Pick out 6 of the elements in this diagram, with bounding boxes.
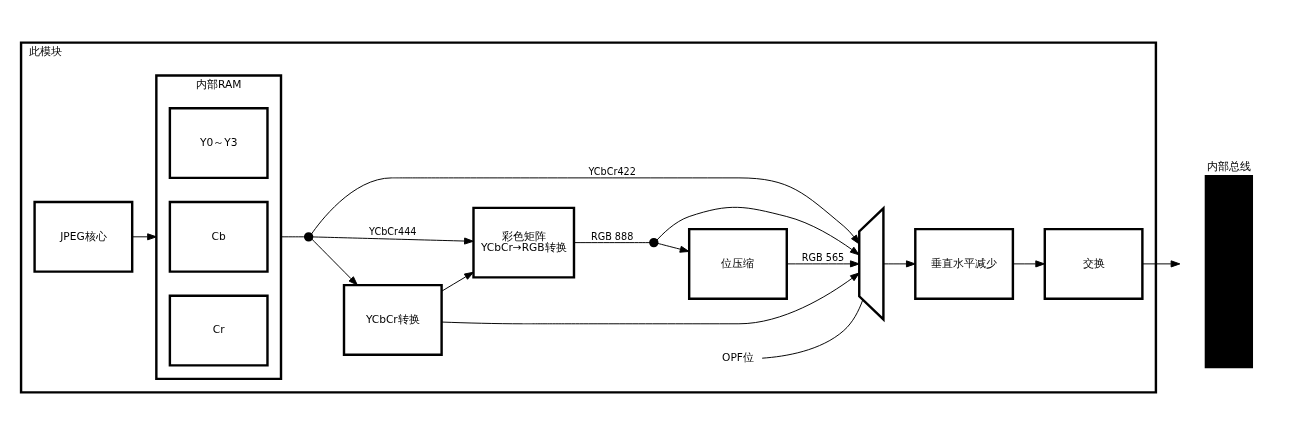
edge-label: YCbCr422 (588, 165, 636, 177)
edge-label: RGB 565 (801, 251, 845, 263)
edge-label: RGB 888 (591, 230, 634, 242)
node-text: OPF位 (722, 351, 754, 365)
edge-label: YCbCr444 (369, 225, 417, 237)
node-label: 内部总线 (1206, 159, 1251, 173)
